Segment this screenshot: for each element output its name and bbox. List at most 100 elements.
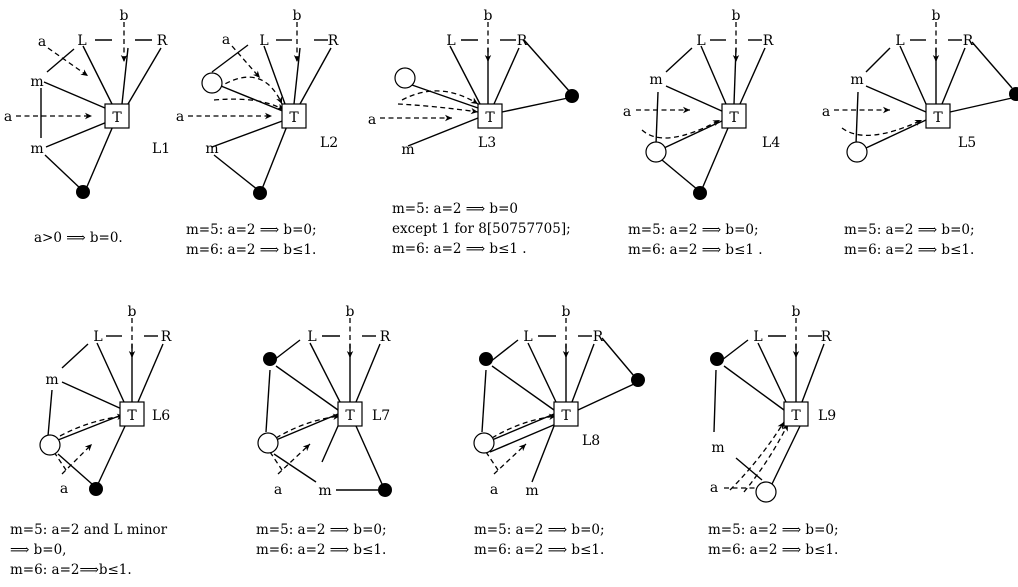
diagram-l1: T L R b a a m m L1 (4, 8, 170, 199)
r-label: R (593, 329, 604, 345)
open-vertex (755, 481, 777, 503)
m-label: m (30, 141, 43, 157)
diagram-l4: T L R b a m L4 (623, 8, 780, 200)
diagram-l9: T L R b a m L9 (710, 304, 836, 503)
l-label: L (446, 33, 455, 49)
caption-line: m=5: a=2 ⟹ b=0; (256, 522, 387, 538)
b-label: b (120, 8, 129, 24)
t-label: T (791, 408, 801, 424)
caption-line: m=5: a=2 ⟹ b=0; (844, 222, 975, 238)
m-label: m (850, 72, 863, 88)
diagram-l2: T L R b a a m L2 (176, 8, 339, 200)
diagram-label: L7 (372, 408, 390, 424)
caption-l8: m=5: a=2 ⟹ b=0; m=6: a=2 ⟹ b≤1. (474, 520, 605, 560)
b-label: b (562, 304, 571, 320)
open-vertex (645, 141, 667, 163)
caption-l9: m=5: a=2 ⟹ b=0; m=6: a=2 ⟹ b≤1. (708, 520, 839, 560)
a-label: a (4, 109, 12, 125)
m-label: m (711, 440, 724, 456)
diagram-label: L2 (320, 135, 338, 151)
l-label: L (307, 329, 316, 345)
open-vertex (257, 432, 279, 454)
diagram-label: L5 (958, 135, 976, 151)
b-label: b (293, 8, 302, 24)
caption-l7: m=5: a=2 ⟹ b=0; m=6: a=2 ⟹ b≤1. (256, 520, 387, 560)
caption-l4: m=5: a=2 ⟹ b=0; m=6: a=2 ⟹ b≤1 . (628, 220, 763, 260)
t-node (925, 103, 951, 129)
t-label: T (112, 110, 122, 126)
caption-line: m=5: a=2 ⟹ b=0; (474, 522, 605, 538)
diagram-label: L8 (582, 433, 600, 449)
t-node (783, 401, 809, 427)
caption-line: m=6: a=2 ⟹ b≤1. (474, 542, 605, 558)
diagram-l8: T L R b a m L8 (473, 304, 645, 499)
caption-line: m=5: a=2 ⟹ b=0; (186, 222, 317, 238)
m-label: m (205, 141, 218, 157)
a-label: a (60, 481, 68, 497)
t-node (553, 401, 579, 427)
caption-l6: m=5: a=2 and L minor ⟹ b=0, m=6: a=2⟹b≤1… (10, 520, 167, 580)
a-label: a (710, 480, 718, 496)
t-label: T (561, 408, 571, 424)
t-node (104, 103, 130, 129)
open-vertex (846, 141, 868, 163)
caption-l1: a>0 ⟹ b=0. (34, 228, 123, 248)
r-label: R (763, 33, 774, 49)
l-label: L (895, 33, 904, 49)
a-label: a (274, 482, 282, 498)
l-label: L (523, 329, 532, 345)
open-vertex (39, 434, 61, 456)
caption-line: m=6: a=2 ⟹ b≤1. (844, 242, 975, 258)
diagram-l5: T L R b a m L5 (822, 8, 1018, 163)
a-label: a (368, 112, 376, 128)
l-label: L (77, 33, 86, 49)
diagram-label: L9 (818, 408, 836, 424)
open-vertex (201, 72, 223, 94)
diagram-label: L4 (762, 135, 780, 151)
a-label: a (623, 104, 631, 120)
t-node (119, 401, 145, 427)
t-label: T (485, 110, 495, 126)
a-label: a (490, 482, 498, 498)
b-label: b (128, 304, 137, 320)
r-label: R (821, 329, 832, 345)
m-label: m (649, 72, 662, 88)
b-label: b (732, 8, 741, 24)
caption-l5: m=5: a=2 ⟹ b=0; m=6: a=2 ⟹ b≤1. (844, 220, 975, 260)
caption-line: m=5: a=2 ⟹ b=0; (708, 522, 839, 538)
caption-line: a>0 ⟹ b=0. (34, 230, 123, 246)
r-label: R (161, 329, 172, 345)
caption-line: m=6: a=2 ⟹ b≤1 . (628, 242, 763, 258)
caption-line: m=6: a=2 ⟹ b≤1. (708, 542, 839, 558)
caption-line: ⟹ b=0, (10, 542, 67, 558)
t-label: T (933, 110, 943, 126)
m-label: m (318, 483, 331, 499)
a-label: a (822, 104, 830, 120)
open-vertex (473, 432, 495, 454)
caption-l2: m=5: a=2 ⟹ b=0; m=6: a=2 ⟹ b≤1. (186, 220, 317, 260)
caption-line: except 1 for 8[50757705]; (392, 221, 571, 237)
t-label: T (127, 408, 137, 424)
diagram-l7: T L R b a m L7 (257, 304, 392, 499)
b-label: b (792, 304, 801, 320)
m-label: m (45, 372, 58, 388)
caption-l3: m=5: a=2 ⟹ b=0 except 1 for 8[50757705];… (392, 199, 571, 259)
t-label: T (729, 110, 739, 126)
diagram-label: L1 (152, 141, 170, 157)
diagram-label: L6 (152, 408, 170, 424)
m-label: m (30, 74, 43, 90)
m-label: m (401, 142, 414, 158)
l-label: L (696, 33, 705, 49)
diagram-l6: T L R b a m L6 (39, 304, 172, 497)
l-label: L (753, 329, 762, 345)
l-label: L (259, 33, 268, 49)
t-label: T (289, 110, 299, 126)
diagram-label: L3 (478, 135, 496, 151)
b-label: b (346, 304, 355, 320)
t-node (337, 401, 363, 427)
caption-line: m=5: a=2 ⟹ b=0; (628, 222, 759, 238)
caption-line: m=6: a=2 ⟹ b≤1. (256, 542, 387, 558)
m-label: m (525, 483, 538, 499)
b-label: b (932, 8, 941, 24)
